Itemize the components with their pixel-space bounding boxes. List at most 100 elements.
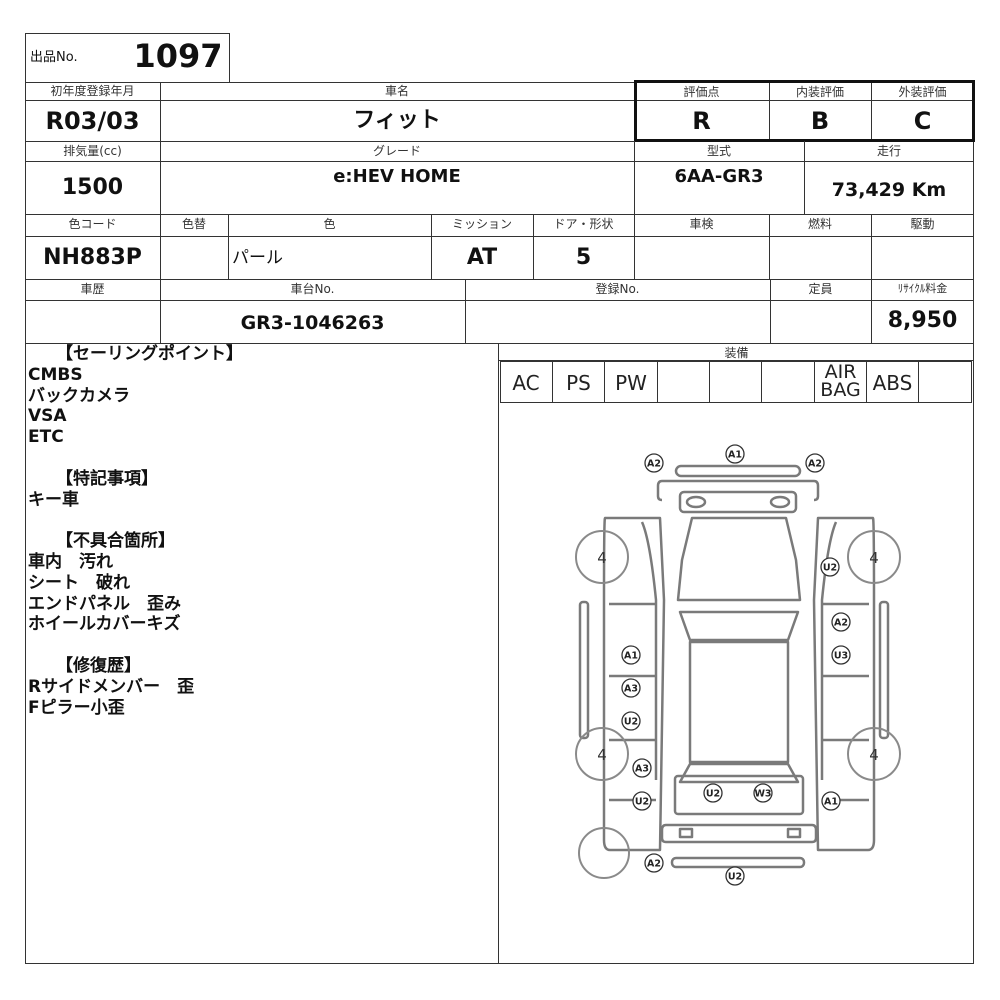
model-label: 型式 (706, 144, 731, 158)
first-reg-value: R03/03 (45, 107, 140, 135)
exterior-value: C (913, 107, 932, 135)
tire-rear-right-value: 4 (869, 746, 879, 764)
chassis-value: GR3-1046263 (240, 312, 385, 334)
vline (431, 214, 432, 279)
color-change-label: 色替 (181, 217, 206, 231)
damage-mark-front-left-corner (644, 453, 664, 473)
selling-point: CMBS (28, 364, 83, 385)
vline (552, 361, 553, 403)
damage-mark-front-right-corner (805, 453, 825, 473)
hline (25, 300, 974, 301)
sheet-frame (25, 82, 974, 964)
vline (769, 82, 770, 141)
fuel-label: 燃料 (807, 217, 832, 231)
lot-label: 出品No. (30, 50, 78, 65)
selling-point: ETC (28, 427, 64, 448)
equipment-pw: PW (615, 371, 647, 395)
chassis-label: 車台No. (290, 282, 335, 296)
score-box (634, 80, 975, 142)
vline (228, 214, 229, 279)
hline (25, 214, 974, 215)
hline (25, 100, 974, 101)
capacity-label: 定員 (808, 282, 833, 296)
hline (25, 343, 974, 344)
damage-mark-code: A2 (647, 459, 661, 470)
score-value: R (692, 107, 711, 135)
lot-number: 1097 (133, 37, 223, 75)
repair-item: Rサイドメンバー 歪 (28, 676, 195, 697)
selling-points-title: 【セーリングポイント】 (56, 344, 243, 364)
damage-mark-right-quarter (821, 791, 841, 811)
damage-mark-code: A2 (647, 859, 661, 870)
equipment-abs: ABS (872, 371, 913, 395)
damage-mark-code: A1 (824, 797, 838, 808)
color-code-value: NH883P (43, 245, 142, 270)
damage-mark-code: W3 (754, 789, 771, 800)
damage-mark-code: A2 (808, 459, 822, 470)
mileage-label: 走行 (876, 144, 901, 158)
mission-label: ミッション (451, 217, 512, 231)
vline (604, 361, 605, 403)
defect-item: 車内 汚れ (28, 551, 113, 572)
damage-mark-code: U2 (635, 797, 649, 808)
damage-mark-left-rear-door (621, 711, 641, 731)
drive-label: 駆動 (910, 217, 935, 231)
equipment-ps: PS (566, 371, 591, 395)
vline (465, 279, 466, 343)
hline (25, 141, 974, 142)
repair-history-title: 【修復歴】 (56, 655, 141, 676)
equipment-airbag: AIR BAG (820, 361, 861, 401)
damage-mark-left-quarter (632, 791, 652, 811)
vline (804, 141, 805, 214)
repair-item: Fピラー小歪 (28, 697, 125, 718)
color-label: 色 (323, 217, 336, 231)
vline (709, 361, 710, 403)
reg-no-label: 登録No. (595, 282, 640, 296)
first-reg-label: 初年度登録年月 (50, 84, 135, 98)
defect-item: エンドパネル 歪み (28, 593, 181, 614)
equipment-ac: AC (512, 371, 540, 395)
damage-mark-back-door-left (703, 783, 723, 803)
displacement-value: 1500 (61, 175, 124, 200)
equipment-label: 装備 (724, 346, 749, 360)
damage-mark-code: U3 (834, 651, 848, 662)
tire-front-left-value: 4 (597, 549, 607, 567)
mission-value: AT (466, 245, 498, 270)
damage-mark-code: A3 (635, 764, 649, 775)
vline (918, 361, 919, 403)
vline (160, 141, 161, 214)
interior-value: B (810, 107, 830, 135)
vline (866, 361, 867, 403)
damage-mark-code: A1 (728, 450, 742, 461)
damage-mark-right-rear-door (831, 645, 851, 665)
vline (871, 279, 872, 343)
color-code-label: 色コード (68, 217, 117, 231)
tire-rear-left-value: 4 (597, 746, 607, 764)
vline (160, 82, 161, 141)
exterior-label: 外装評価 (898, 85, 947, 99)
tire-front-right (847, 530, 901, 584)
special-notes-title: 【特記事項】 (56, 468, 158, 489)
model-value: 6AA-GR3 (674, 166, 764, 187)
selling-point: バックカメラ (28, 385, 130, 406)
door-value: 5 (575, 245, 592, 270)
hline (25, 279, 974, 280)
hline (499, 360, 974, 361)
car-name-value: フィット (353, 108, 441, 133)
recycle-label: ﾘｻｲｸﾙ料金 (897, 282, 948, 295)
hline (25, 236, 974, 237)
damage-mark-front-bumper (725, 444, 745, 464)
damage-mark-left-rear-fender (632, 758, 652, 778)
interior-label: 内装評価 (795, 85, 844, 99)
recycle-value: 8,950 (887, 308, 958, 333)
vline (160, 214, 161, 279)
selling-point: VSA (28, 406, 67, 427)
damage-mark-right-front-fender (820, 557, 840, 577)
tire-rear-right (847, 727, 901, 781)
notes-divider (498, 343, 499, 964)
vline (871, 214, 872, 279)
vline (769, 214, 770, 279)
defect-item: シート 破れ (28, 572, 130, 593)
spare-tire (578, 827, 630, 879)
